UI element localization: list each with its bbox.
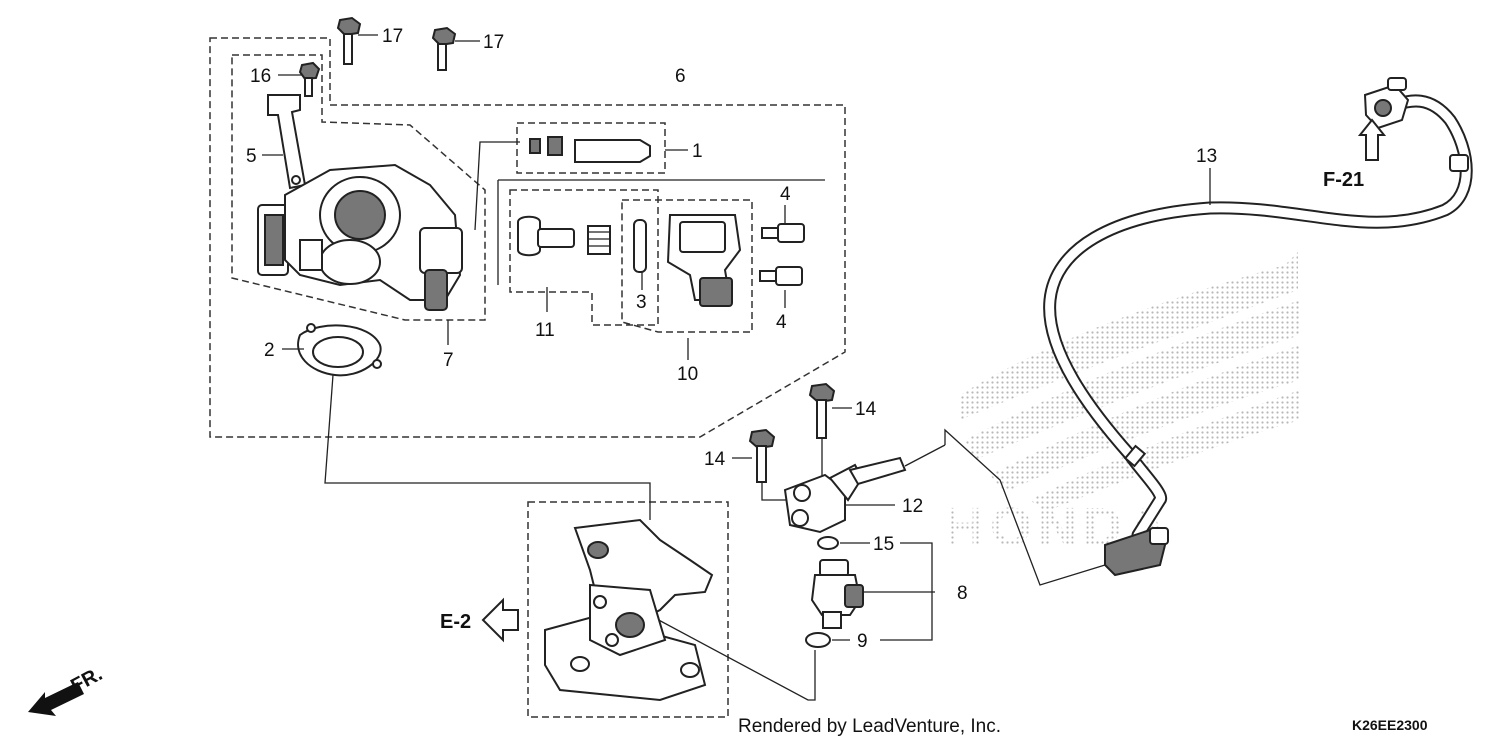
callout-4b: 4 xyxy=(776,312,787,333)
bracket-5 xyxy=(267,94,307,190)
gasket-2 xyxy=(297,323,382,377)
callout-2: 2 xyxy=(264,340,275,361)
bolt-17a xyxy=(336,16,362,65)
credit-text: Rendered by LeadVenture, Inc. xyxy=(738,716,1001,737)
callout-14a: 14 xyxy=(855,399,877,420)
intake-manifold xyxy=(544,518,714,702)
callout-17b: 17 xyxy=(483,32,504,53)
ref-f21: F-21 xyxy=(1323,169,1364,191)
callout-15: 15 xyxy=(873,534,894,555)
callout-6: 6 xyxy=(675,66,686,87)
seal-3 xyxy=(633,219,647,273)
bolt-16 xyxy=(298,61,321,97)
valve-spring-1 xyxy=(529,136,651,163)
callout-4a: 4 xyxy=(780,184,791,205)
assembly-box-11 xyxy=(509,189,659,326)
bracket-lines xyxy=(497,179,825,285)
o-ring-15 xyxy=(817,536,839,550)
honda-wing-watermark: HONDA xyxy=(945,252,1300,557)
assembly-box-intake xyxy=(527,501,729,718)
callout-14b: 14 xyxy=(704,449,726,470)
assembly-box-10 xyxy=(621,199,753,333)
f21-arrow xyxy=(1357,118,1387,161)
callout-12: 12 xyxy=(902,496,923,517)
screw-4b xyxy=(759,266,803,286)
front-direction-arrow xyxy=(28,682,84,716)
callout-8: 8 xyxy=(957,583,968,604)
callout-7: 7 xyxy=(443,350,454,371)
seal-9 xyxy=(805,632,831,648)
fuel-hose-13 xyxy=(1043,94,1473,542)
fuel-injector-8 xyxy=(810,559,864,629)
callout-16: 16 xyxy=(250,66,271,87)
e2-arrow xyxy=(481,597,519,643)
callout-10: 10 xyxy=(677,364,698,385)
screw-4a xyxy=(761,223,805,243)
callout-5: 5 xyxy=(246,146,257,167)
assembly-box-7 xyxy=(231,54,486,321)
callout-11: 11 xyxy=(535,320,555,341)
bolt-14a xyxy=(808,382,836,439)
throttle-body-7 xyxy=(257,163,463,311)
gasket-to-intake-leader xyxy=(324,374,651,520)
hose-connector-upper xyxy=(1363,77,1410,130)
callout-9: 9 xyxy=(857,631,868,652)
callout-17a: 17 xyxy=(382,26,403,47)
ref-e2: E-2 xyxy=(440,611,471,633)
bolt-17b xyxy=(431,26,457,71)
injector-joint-12 xyxy=(783,456,907,534)
assembly-box-6 xyxy=(209,37,846,438)
bolt-14b xyxy=(748,428,776,483)
plunger-11 xyxy=(517,215,611,257)
callout-13: 13 xyxy=(1196,146,1217,167)
callout-1: 1 xyxy=(692,141,703,162)
actuator-10 xyxy=(666,214,742,307)
diagram-code: K26EE2300 xyxy=(1352,717,1428,733)
callout-3: 3 xyxy=(636,292,647,313)
